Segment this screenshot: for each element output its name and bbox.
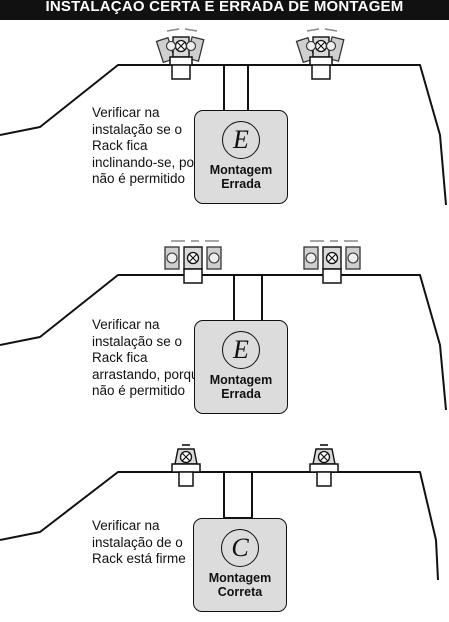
wrong-letter-badge: E (222, 331, 260, 369)
verdict-label-line2: Errada (221, 387, 261, 401)
verdict-label: Montagem Correta (194, 571, 286, 599)
rack-foot-misaligned-icon (295, 28, 345, 80)
panel-dragging: Verificar na instalação se o Rack fica a… (0, 235, 449, 425)
verdict-label: Montagem Errada (195, 163, 287, 191)
verdict-label-line1: Montagem (208, 571, 272, 585)
rack-foot-icon (309, 444, 339, 487)
instruction-text: Verificar na instalação se o Rack fica i… (92, 105, 204, 186)
rack-foot-misaligned-icon (303, 240, 361, 284)
rack-foot-misaligned-icon (164, 240, 222, 284)
verdict-box-wrong: E Montagem Errada (194, 320, 288, 414)
verdict-label-line1: Montagem (209, 163, 273, 177)
panel-correct: Verificar na instalação de o Rack está f… (0, 430, 449, 622)
car-roof-outline-icon (0, 240, 447, 411)
rack-foot-misaligned-icon (155, 28, 205, 80)
instruction-text: Verificar na instalação se o Rack fica a… (92, 317, 207, 398)
verdict-label-line1: Montagem (209, 373, 273, 387)
verdict-label-line2: Correta (217, 585, 263, 599)
panel-tilting: Verificar na instalação se o Rack fica i… (0, 25, 449, 215)
verdict-box-correct: C Montagem Correta (193, 518, 287, 612)
wrong-letter-badge: E (222, 121, 260, 159)
correct-letter-badge: C (221, 529, 259, 567)
verdict-box-wrong: E Montagem Errada (194, 110, 288, 204)
page-title: INSTALAÇÃO CERTA E ERRADA DE MONTAGEM (0, 0, 449, 20)
verdict-label: Montagem Errada (195, 373, 287, 401)
instruction-text: Verificar na instalação de o Rack está f… (92, 518, 186, 566)
rack-foot-icon (171, 444, 201, 487)
verdict-label-line2: Errada (221, 177, 261, 191)
